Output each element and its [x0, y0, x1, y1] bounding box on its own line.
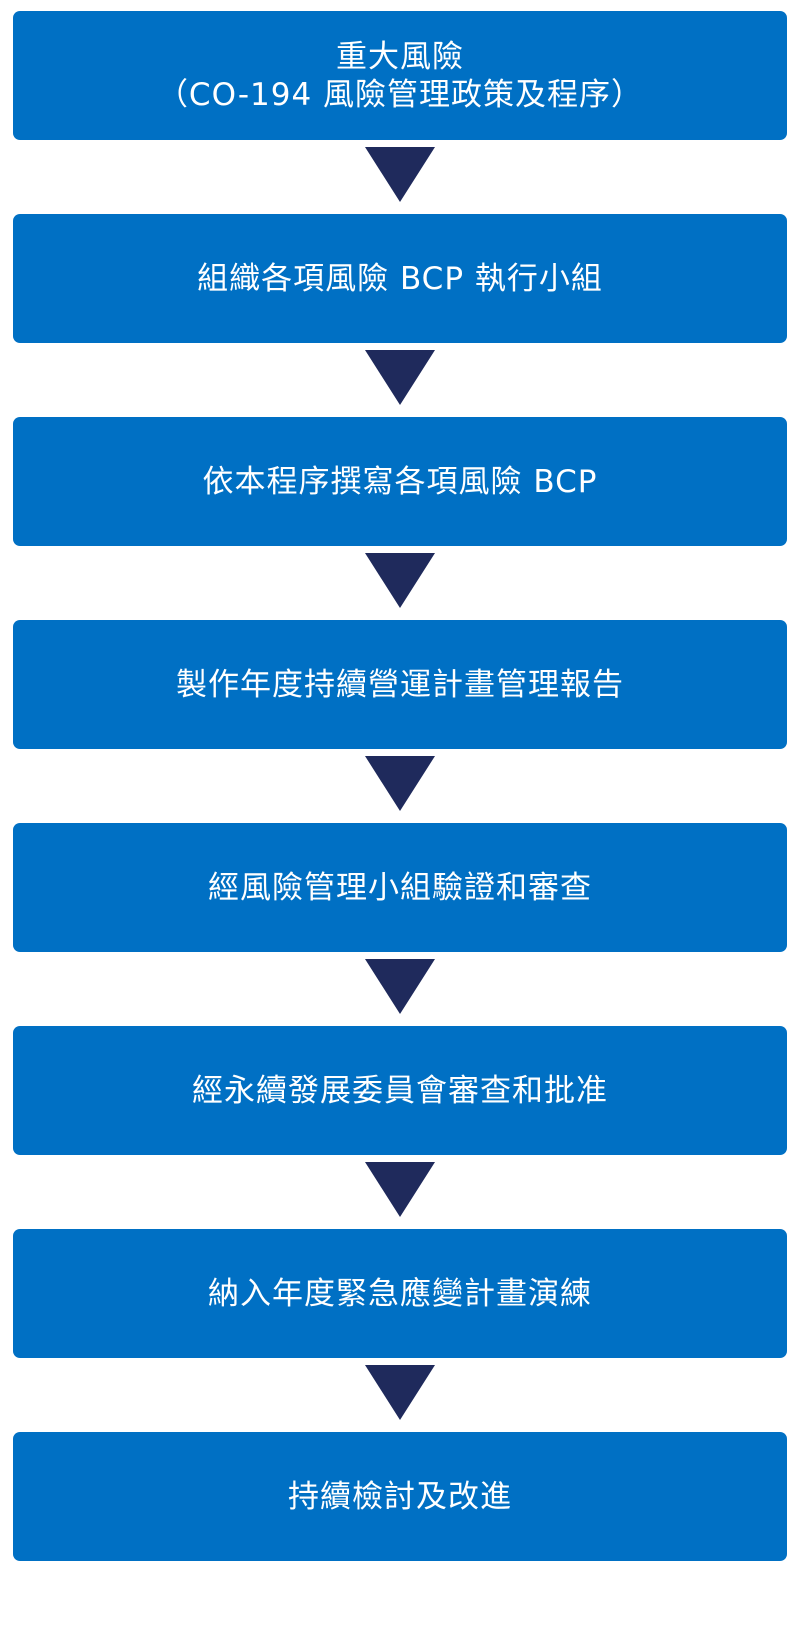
down-arrow-icon: [365, 959, 435, 1014]
step-title: 重大風險: [336, 38, 464, 75]
down-arrow-icon: [365, 756, 435, 811]
step-label: 組織各項風險 BCP 執行小組: [197, 260, 603, 297]
step-label: 經風險管理小組驗證和審查: [208, 869, 592, 906]
down-arrow-icon: [365, 147, 435, 202]
down-arrow-icon: [365, 350, 435, 405]
step-continuous-improvement: 持續檢討及改進: [13, 1432, 787, 1561]
step-label: 納入年度緊急應變計畫演練: [208, 1275, 592, 1312]
step-emergency-drill: 納入年度緊急應變計畫演練: [13, 1229, 787, 1358]
step-risk-team-review: 經風險管理小組驗證和審查: [13, 823, 787, 952]
step-organize-bcp-team: 組織各項風險 BCP 執行小組: [13, 214, 787, 343]
step-major-risk: 重大風險 （CO-194 風險管理政策及程序）: [13, 11, 787, 140]
step-label: 經永續發展委員會審查和批准: [192, 1072, 608, 1109]
down-arrow-icon: [365, 553, 435, 608]
step-annual-report: 製作年度持續營運計畫管理報告: [13, 620, 787, 749]
step-write-bcp: 依本程序撰寫各項風險 BCP: [13, 417, 787, 546]
step-label: 持續檢討及改進: [288, 1478, 512, 1515]
step-label: 製作年度持續營運計畫管理報告: [176, 666, 624, 703]
step-subtitle: （CO-194 風險管理政策及程序）: [156, 76, 644, 113]
down-arrow-icon: [365, 1365, 435, 1420]
down-arrow-icon: [365, 1162, 435, 1217]
step-label: 依本程序撰寫各項風險 BCP: [202, 463, 598, 500]
step-committee-approval: 經永續發展委員會審查和批准: [13, 1026, 787, 1155]
